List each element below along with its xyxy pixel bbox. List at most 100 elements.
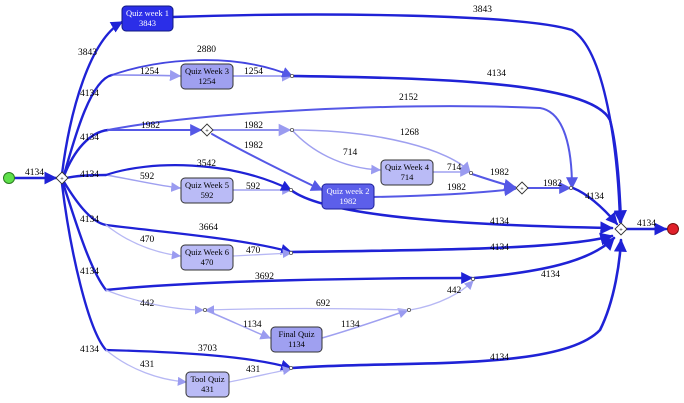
- edge-split-b7: [60, 182, 108, 352]
- node-title: Final Quiz: [278, 329, 314, 339]
- edge-label: 1254: [244, 67, 263, 77]
- edge-label: 4134: [637, 219, 656, 229]
- edge-b6-442a: [105, 289, 204, 315]
- edge-b7-end: [289, 238, 627, 370]
- node-count: 1982: [340, 196, 357, 206]
- edge-label: 1982: [244, 121, 263, 131]
- edge-label: 442: [140, 299, 155, 309]
- edge-label: 4134: [490, 217, 509, 227]
- svg-text:+: +: [60, 177, 64, 183]
- edge-fq-dotR: [321, 308, 409, 339]
- edge-label: 3843: [78, 48, 97, 58]
- node-count: 1254: [199, 76, 217, 86]
- edge-b7-tq: [105, 349, 187, 386]
- edge-label: 1982: [447, 183, 466, 193]
- join-dot-tq: [288, 365, 293, 370]
- edge-b2-w3: [111, 69, 182, 82]
- edge-label: 3542: [197, 159, 216, 169]
- edge-split-b5: [62, 180, 108, 227]
- edge-label: 4134: [80, 170, 99, 180]
- edge-label: 1982: [490, 168, 509, 178]
- edge-dot3-end: [571, 186, 619, 226]
- edge-label: 431: [140, 360, 155, 370]
- node-title: Quiz Week 4: [385, 162, 430, 172]
- edge-split-b4: [64, 173, 108, 180]
- join-dot-right: [406, 307, 411, 312]
- edge-label: 692: [316, 299, 331, 309]
- node-title: Quiz week 2: [327, 186, 370, 196]
- join-dot-1982: [289, 127, 294, 132]
- node-count: 431: [201, 384, 214, 394]
- edge-label: 431: [246, 365, 261, 375]
- join-dot-w3: [289, 74, 294, 79]
- join-dot-left: [202, 307, 207, 312]
- edge-label: 1254: [140, 67, 159, 77]
- edge-label: 3664: [199, 223, 218, 233]
- xor-gateway-1[interactable]: +: [200, 123, 214, 137]
- start-event[interactable]: [3, 172, 15, 184]
- edge-label: 4134: [80, 267, 99, 277]
- edge-label: 592: [246, 182, 261, 192]
- node-count: 470: [201, 257, 214, 267]
- edge-w1-end: [170, 13, 626, 224]
- node-quiz-week-3[interactable]: Quiz Week 3 1254: [180, 63, 234, 90]
- edge-b5-w6: [105, 224, 181, 260]
- edge-label: 4134: [487, 69, 506, 79]
- edge-label: 592: [140, 172, 155, 182]
- edge-label: 4134: [490, 243, 509, 253]
- edge-w2-xor2: [371, 184, 517, 198]
- edge-split-b2: [62, 73, 114, 177]
- node-title: Quiz Week 6: [185, 247, 229, 257]
- edge-label: 2152: [399, 93, 418, 103]
- edge-label: 4134: [80, 89, 99, 99]
- edge-b2-end: [290, 74, 627, 224]
- edge-label: 1134: [243, 320, 262, 330]
- edge-label: 470: [140, 235, 155, 245]
- edge-label: 4134: [80, 345, 99, 355]
- node-quiz-week-6[interactable]: Quiz Week 6 470: [180, 244, 234, 271]
- edge-b7-3703: [104, 348, 293, 371]
- node-quiz-week-4[interactable]: Quiz Week 4 714: [380, 159, 434, 186]
- edge-xor1-w2: [211, 133, 324, 191]
- node-quiz-week-1[interactable]: Quiz week 1 3843: [121, 5, 174, 32]
- edge-split-b3: [62, 128, 110, 178]
- node-count: 1134: [288, 339, 305, 349]
- edge-dot-w4: [291, 129, 381, 175]
- join-dot-w5: [288, 187, 293, 192]
- edge-b5-end: [289, 232, 614, 254]
- end-event[interactable]: [667, 223, 679, 235]
- join-dot-xor2: [569, 185, 574, 190]
- svg-text:+: +: [205, 129, 209, 135]
- edge-dotR-3692: [409, 280, 474, 311]
- edge-label: 1134: [341, 320, 360, 330]
- edge-label: 3692: [255, 272, 274, 282]
- node-count: 592: [201, 190, 214, 200]
- edge-dotR-dotL: [205, 305, 409, 315]
- node-quiz-week-2[interactable]: Quiz week 2 1982: [321, 183, 375, 210]
- edge-label: 3703: [198, 344, 217, 354]
- edge-label: 4134: [80, 215, 99, 225]
- edge-label: 714: [447, 163, 462, 173]
- node-final-quiz[interactable]: Final Quiz 1134: [270, 326, 323, 353]
- edge-label: 1982: [543, 179, 562, 189]
- split-gateway[interactable]: +: [55, 171, 69, 185]
- node-tool-quiz[interactable]: Tool Quiz 431: [185, 371, 230, 398]
- node-title: Quiz week 1: [126, 8, 169, 18]
- edge-b2-skip: [111, 59, 293, 78]
- node-title: Quiz Week 3: [185, 66, 229, 76]
- edge-b6-end: [472, 236, 616, 280]
- edge-split-w1: [60, 20, 124, 176]
- edge-tq-out: [228, 366, 292, 383]
- edge-label: 2880: [197, 45, 216, 55]
- xor-gateway-2[interactable]: +: [515, 181, 529, 195]
- edge-label: 3843: [473, 5, 492, 15]
- node-title: Tool Quiz: [190, 374, 224, 384]
- edge-label: 4134: [541, 270, 560, 280]
- edge-b6-3692: [104, 272, 474, 292]
- edge-label: 714: [343, 148, 358, 158]
- node-quiz-week-5[interactable]: Quiz Week 5 592: [180, 177, 234, 204]
- edge-b4-w5: [105, 174, 181, 192]
- end-gateway[interactable]: +: [614, 222, 628, 236]
- edge-label: 4134: [585, 192, 604, 202]
